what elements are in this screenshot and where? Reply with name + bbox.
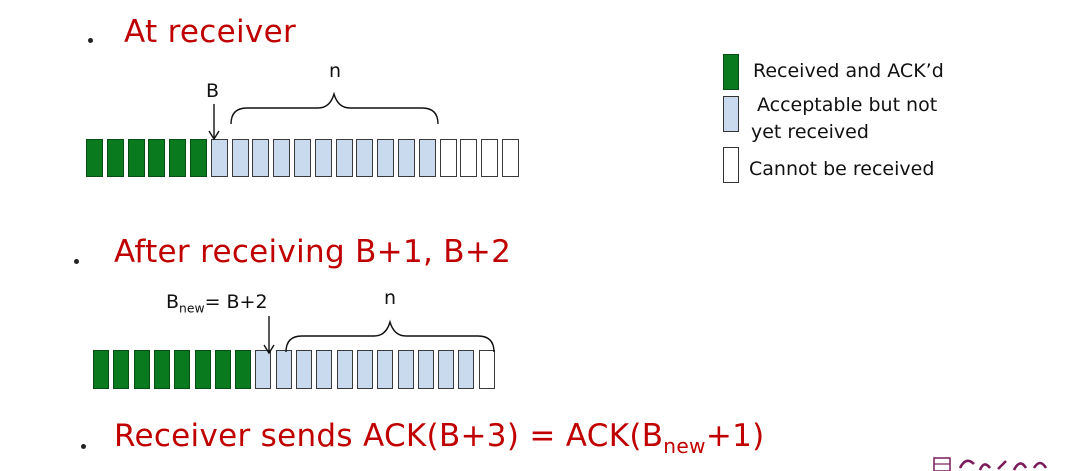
pointer-label-base: B <box>166 291 180 313</box>
seq-cell-acceptable <box>377 139 395 177</box>
seq-cell-acceptable <box>335 139 353 177</box>
seq-cell-acceptable <box>296 350 312 389</box>
seq-cell-acceptable <box>275 350 292 389</box>
pointer-label-sub: new <box>179 301 205 316</box>
seq-cell-acceptable <box>458 350 475 389</box>
legend-text-acceptable-1: Acceptable but not <box>757 94 938 116</box>
seq-cell-acceptable <box>255 350 272 389</box>
legend-text-acceptable-2: yet received <box>751 121 869 143</box>
pointer-arrow-1 <box>208 104 220 141</box>
seq-cell-received <box>194 350 211 389</box>
seq-cell-acceptable <box>397 350 414 389</box>
seq-cell-cannot <box>460 139 478 177</box>
seq-cell-received <box>86 139 103 177</box>
seq-cell-acceptable <box>316 350 333 389</box>
pointer-label-b: B <box>206 80 220 102</box>
seq-cell-acceptable <box>398 139 415 177</box>
window-brace-1 <box>230 91 439 125</box>
bullet-3 <box>81 444 86 449</box>
seq-cell-received <box>235 350 252 389</box>
seq-cell-cannot <box>439 139 457 177</box>
window-brace-2 <box>285 319 495 353</box>
heading-at-receiver: At receiver <box>124 14 296 50</box>
seq-cell-acceptable <box>273 139 291 177</box>
seq-cell-cannot <box>502 139 519 177</box>
seq-cell-acceptable <box>438 350 455 389</box>
pointer-label-rest: = B+2 <box>204 291 268 313</box>
seq-cell-received <box>106 139 124 177</box>
seq-cell-acceptable <box>210 139 228 177</box>
seq-cell-cannot <box>478 350 495 389</box>
seq-cell-acceptable <box>356 139 374 177</box>
seq-cell-cannot <box>481 139 499 177</box>
seq-cell-received <box>127 139 145 177</box>
seq-cell-acceptable <box>336 350 353 389</box>
window-label-n-1: n <box>329 60 342 82</box>
heading-receiver-sends-b: +1) <box>705 418 765 454</box>
seq-cell-acceptable <box>294 139 311 177</box>
seq-cell-received <box>148 139 166 177</box>
legend-text-received: Received and ACK’d <box>753 60 944 82</box>
heading-receiver-sends-a: Receiver sends ACK(B+3) = ACK(B <box>114 418 664 454</box>
window-label-n-2: n <box>384 287 397 309</box>
pointer-label-bnew: Bnew= B+2 <box>166 291 268 315</box>
seq-cell-acceptable <box>418 139 436 177</box>
legend-swatch-cannot <box>723 147 739 183</box>
heading-receiver-sends-sub: new <box>663 434 706 459</box>
legend-swatch-acceptable <box>723 96 739 132</box>
bullet-2 <box>74 259 79 264</box>
seq-cell-received <box>169 139 187 177</box>
legend-text-cannot: Cannot be received <box>749 158 935 180</box>
seq-cell-received <box>153 350 170 389</box>
seq-cell-received <box>214 350 231 389</box>
seq-cell-acceptable <box>231 139 249 177</box>
seq-cell-acceptable <box>377 350 394 389</box>
seq-cell-received <box>133 350 150 389</box>
seq-cell-received <box>93 350 109 389</box>
seq-cell-received <box>113 350 130 389</box>
bullet-1 <box>88 38 93 43</box>
university-logo <box>930 450 1080 471</box>
heading-after-receiving: After receiving B+1, B+2 <box>114 234 512 270</box>
seq-cell-acceptable <box>417 350 434 389</box>
seq-cell-acceptable <box>314 139 332 177</box>
seq-cell-acceptable <box>252 139 270 177</box>
seq-cell-acceptable <box>356 350 373 389</box>
heading-receiver-sends: Receiver sends ACK(B+3) = ACK(Bnew+1) <box>114 418 765 458</box>
pointer-arrow-2 <box>263 316 275 355</box>
legend-swatch-received <box>723 54 739 90</box>
seq-cell-received <box>190 139 207 177</box>
university-logo-icon <box>933 457 1048 471</box>
seq-cell-received <box>174 350 191 389</box>
